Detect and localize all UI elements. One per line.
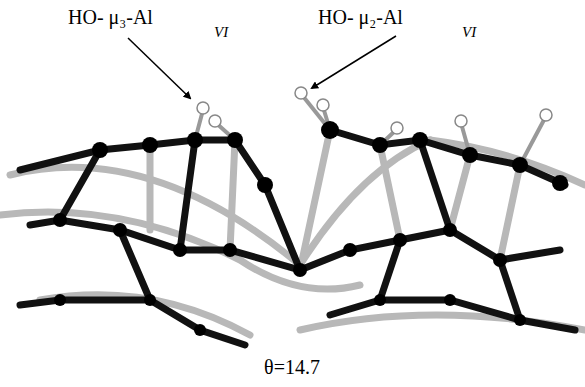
- molecule-part: [330, 130, 565, 185]
- molecule-part: [147, 145, 154, 230]
- molecule-part: [500, 165, 520, 260]
- angle-caption: θ=14.7: [264, 356, 320, 378]
- molecule-part: [420, 140, 450, 230]
- molecule-part: [128, 38, 190, 98]
- molecule-part: [455, 115, 467, 127]
- molecule-part: [223, 243, 237, 257]
- molecule-part: [393, 233, 407, 247]
- molecule-part: [343, 243, 357, 257]
- molecule-part: [265, 185, 300, 270]
- molecule-part: [120, 230, 150, 300]
- molecule-part: [312, 36, 396, 88]
- molecule-part: [92, 142, 108, 158]
- site-label: HO- μ₂-Al: [318, 6, 403, 28]
- molecule-part: [321, 121, 339, 139]
- molecule-part: [144, 294, 156, 306]
- grey-bonds: [0, 130, 585, 335]
- molecule-part: [412, 132, 428, 148]
- molecule-part: [540, 109, 552, 121]
- molecule-part: [227, 132, 243, 148]
- molecule-part: [293, 263, 307, 277]
- oh-bonds: [195, 95, 545, 165]
- molecule-part: [54, 294, 66, 306]
- molecule-part: [391, 122, 403, 134]
- molecule-part: [462, 147, 478, 163]
- molecule-part: [142, 137, 158, 153]
- dark-bonds: [20, 130, 575, 345]
- molecule-part: [450, 155, 470, 230]
- molecule-part: [380, 240, 400, 300]
- molecule-part: [194, 324, 206, 336]
- molecule-part: [113, 223, 127, 237]
- oxygen-atoms: [53, 121, 568, 336]
- molecule-part: [187, 132, 203, 148]
- molecule-part: [295, 87, 307, 99]
- molecule-part: [257, 177, 273, 193]
- molecule-part: [180, 140, 195, 250]
- molecule-part: [372, 137, 388, 153]
- molecule-part: [317, 99, 329, 111]
- molecule-part: [300, 130, 330, 270]
- molecule-part: [552, 175, 568, 191]
- molecule-part: [444, 294, 456, 306]
- site-label: HO- μ₃-Al: [68, 6, 153, 28]
- molecule-part: [380, 145, 400, 240]
- molecule-part: [230, 140, 235, 250]
- molecule-part: [514, 314, 526, 326]
- molecule-part: [443, 223, 457, 237]
- molecule-part: [10, 167, 300, 265]
- molecule-part: [197, 102, 209, 114]
- molecule-part: [374, 294, 386, 306]
- molecule-part: [173, 243, 187, 257]
- coordination-subscript: VI: [462, 24, 476, 41]
- hydrogen-atoms: [197, 87, 552, 134]
- leader-arrows: [128, 36, 396, 98]
- molecule-part: [53, 213, 67, 227]
- coordination-subscript: VI: [214, 24, 228, 41]
- molecule-part: [209, 115, 221, 127]
- molecule-part: [500, 260, 520, 320]
- molecule-part: [60, 150, 100, 220]
- molecule-part: [20, 300, 245, 345]
- molecule-part: [512, 157, 528, 173]
- molecule-part: [493, 253, 507, 267]
